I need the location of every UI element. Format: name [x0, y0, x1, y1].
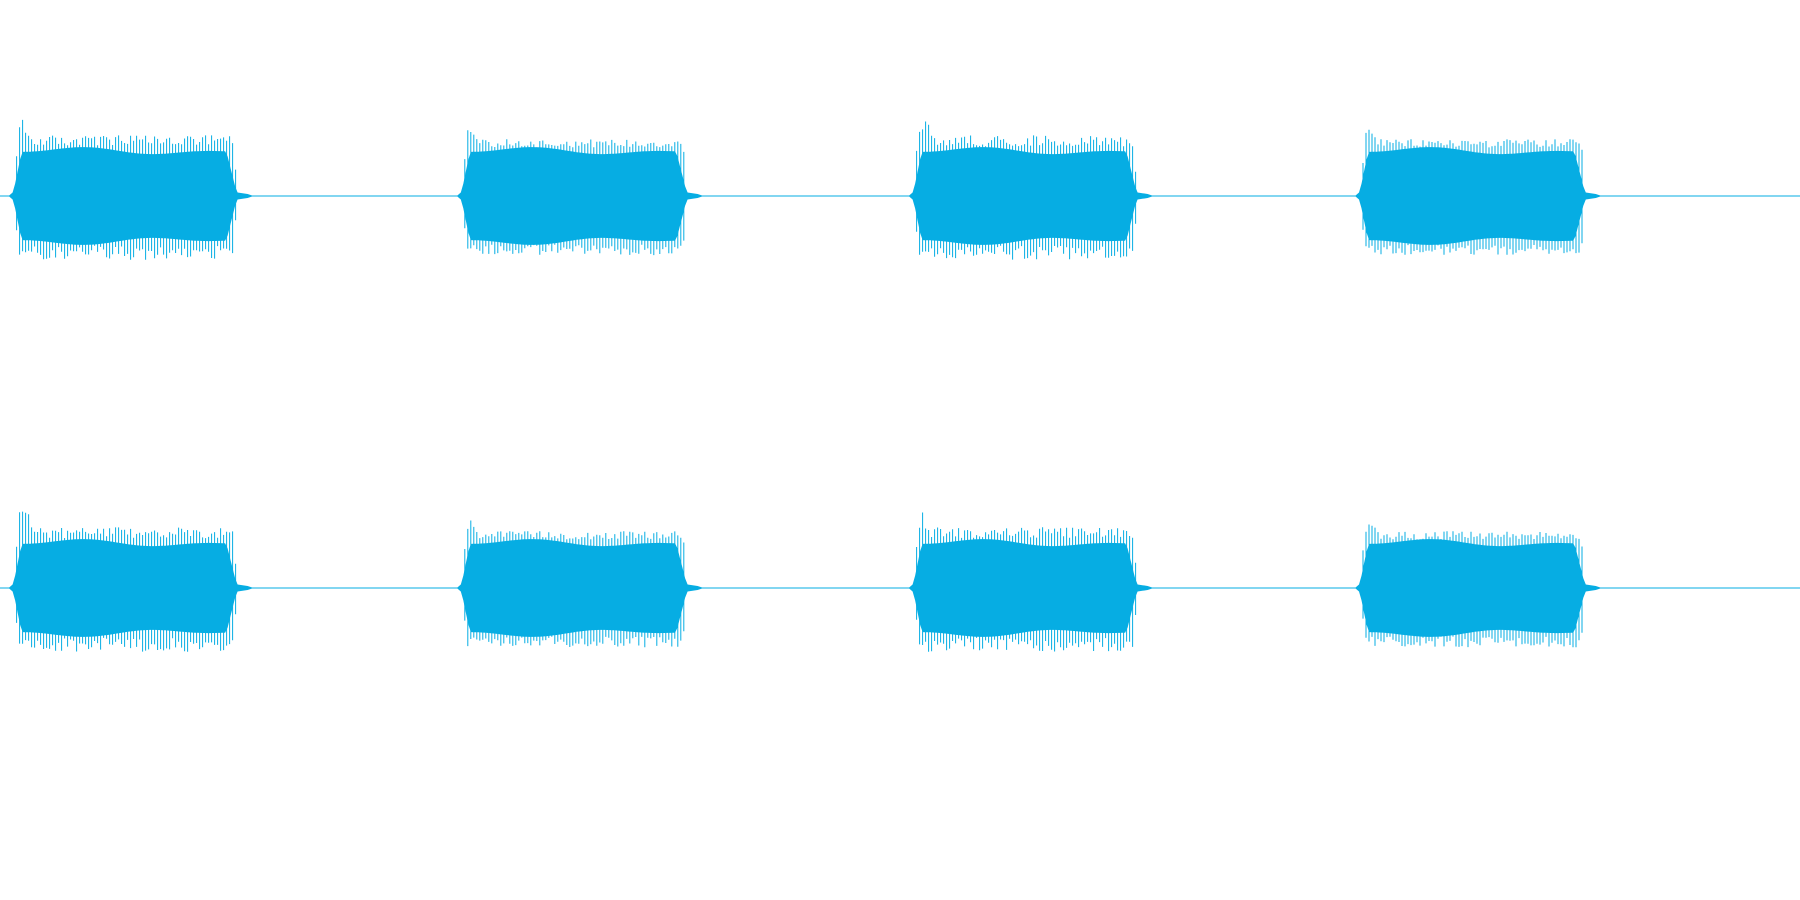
channels-layer [0, 119, 1800, 652]
waveform-peaks [916, 121, 1137, 260]
channel-1 [0, 119, 1800, 260]
waveform-peaks [16, 511, 237, 652]
waveform-burst [1355, 524, 1602, 648]
waveform-peaks [916, 512, 1137, 652]
waveform-burst [456, 520, 704, 648]
channel-2 [0, 511, 1800, 652]
waveform-envelope [1355, 147, 1602, 245]
waveform-burst [908, 512, 1154, 652]
waveform-burst [908, 121, 1154, 260]
waveform-burst [1355, 129, 1602, 255]
waveform-peaks [16, 119, 237, 260]
waveform-envelope [456, 539, 704, 637]
waveform-envelope [456, 147, 704, 245]
waveform-burst [8, 511, 254, 652]
waveform-peaks [464, 520, 685, 648]
waveform-burst [8, 119, 254, 260]
waveform-peaks [464, 130, 685, 256]
waveform-burst [456, 130, 704, 256]
waveform-peaks [1362, 524, 1583, 648]
waveform-peaks [1362, 129, 1583, 255]
waveform-envelope [1355, 539, 1602, 637]
